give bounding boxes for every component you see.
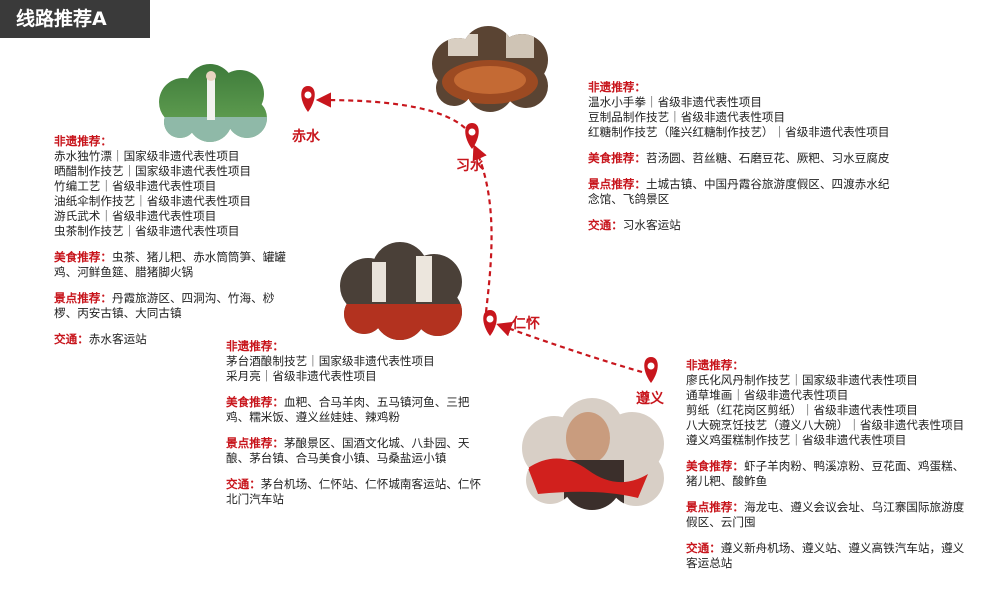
photo-bamboo-rafting bbox=[159, 64, 267, 142]
transport-label: 交通： bbox=[686, 541, 721, 555]
heritage-item: 晒醋制作技艺｜国家级非遗代表性项目 bbox=[54, 164, 252, 178]
heritage-item: 遵义鸡蛋糕制作技艺｜省级非遗代表性项目 bbox=[686, 433, 907, 447]
city-name-renhuai: 仁怀 bbox=[512, 316, 540, 332]
scenic-text: 酿、茅台镇、合马美食小镇、马桑盐运小镇 bbox=[226, 451, 447, 465]
food-line: 美食推荐：血粑、合马羊肉、五马镇河鱼、三把 bbox=[226, 395, 526, 410]
photo-liquor-brewing bbox=[340, 242, 462, 340]
food-line: 美食推荐：苕汤圆、苕丝糖、石磨豆花、厥粑、习水豆腐皮 bbox=[588, 151, 948, 166]
city-name-zunyi: 遵义 bbox=[636, 391, 664, 407]
location-pin-icon bbox=[644, 357, 658, 383]
heritage-item: 温水小手拳｜省级非遗代表性项目 bbox=[588, 95, 762, 109]
scenic-text: 念馆、飞鸽景区 bbox=[588, 192, 670, 206]
scenic-label: 景点推荐： bbox=[226, 436, 284, 450]
transport-text: 赤水客运站 bbox=[88, 332, 147, 346]
heritage-item: 通草堆画｜省级非遗代表性项目 bbox=[686, 388, 849, 402]
scenic-line: 景点推荐：土城古镇、中国丹霞谷旅游度假区、四渡赤水纪 bbox=[588, 177, 948, 192]
info-block-zunyi: 非遗推荐： 廖氏化风丹制作技艺｜国家级非遗代表性项目 通草堆画｜省级非遗代表性项… bbox=[686, 358, 998, 571]
heritage-item: 赤水独竹漂｜国家级非遗代表性项目 bbox=[54, 149, 240, 163]
scenic-text: 椤、丙安古镇、大同古镇 bbox=[54, 306, 182, 320]
photo-paper-cutting bbox=[522, 398, 664, 510]
transport-line: 交通：茅台机场、仁怀站、仁怀城南客运站、仁怀 bbox=[226, 477, 526, 492]
scenic-text: 土城古镇、中国丹霞谷旅游度假区、四渡赤水纪 bbox=[645, 177, 890, 191]
transport-label: 交通： bbox=[226, 477, 261, 491]
transport-text: 茅台机场、仁怀站、仁怀城南客运站、仁怀 bbox=[260, 477, 482, 491]
city-name-chishui: 赤水 bbox=[292, 129, 320, 145]
transport-label: 交通： bbox=[54, 332, 89, 346]
heritage-label: 非遗推荐： bbox=[54, 134, 112, 148]
scenic-line: 景点推荐：茅酿景区、国酒文化城、八卦园、天 bbox=[226, 436, 526, 451]
transport-line: 交通：赤水客运站 bbox=[54, 332, 314, 347]
scenic-label: 景点推荐： bbox=[54, 291, 112, 305]
heritage-item: 竹编工艺｜省级非遗代表性项目 bbox=[54, 179, 217, 193]
heritage-item: 红糖制作技艺（隆兴红糖制作技艺）｜省级非遗代表性项目 bbox=[588, 125, 890, 139]
scenic-line: 景点推荐：海龙屯、遵义会议会址、乌江寨国际旅游度 bbox=[686, 500, 998, 515]
heritage-item: 廖氏化风丹制作技艺｜国家级非遗代表性项目 bbox=[686, 373, 918, 387]
scenic-text: 海龙屯、遵义会议会址、乌江寨国际旅游度 bbox=[743, 500, 965, 514]
heritage-item: 虫茶制作技艺｜省级非遗代表性项目 bbox=[54, 224, 240, 238]
food-text: 虾子羊肉粉、鸭溪凉粉、豆花面、鸡蛋糕、 bbox=[743, 459, 965, 473]
heritage-item: 游氏武术｜省级非遗代表性项目 bbox=[54, 209, 217, 223]
scenic-label: 景点推荐： bbox=[686, 500, 744, 514]
transport-line: 交通：习水客运站 bbox=[588, 218, 948, 233]
transport-line: 交通：遵义新舟机场、遵义站、遵义高铁汽车站，遵义 bbox=[686, 541, 998, 556]
page-title: 线路推荐A bbox=[0, 0, 150, 38]
food-text: 血粑、合马羊肉、五马镇河鱼、三把 bbox=[283, 395, 470, 409]
food-text: 虫茶、猪儿粑、赤水筒筒笋、罐罐 bbox=[111, 250, 286, 264]
scenic-label: 景点推荐： bbox=[588, 177, 646, 191]
photo-sugar-cooking bbox=[432, 26, 548, 112]
info-block-xishui: 非遗推荐： 温水小手拳｜省级非遗代表性项目 豆制品制作技艺｜省级非遗代表性项目 … bbox=[588, 80, 948, 233]
food-label: 美食推荐： bbox=[226, 395, 284, 409]
route-xishui-chishui bbox=[315, 92, 466, 129]
transport-label: 交通： bbox=[588, 218, 623, 232]
food-text: 鸡、河鲜鱼筵、腊猪脚火锅 bbox=[54, 265, 194, 279]
location-pin-icon bbox=[465, 123, 479, 149]
scenic-text: 茅酿景区、国酒文化城、八卦园、天 bbox=[283, 436, 470, 450]
heritage-item: 油纸伞制作技艺｜省级非遗代表性项目 bbox=[54, 194, 252, 208]
heritage-item: 剪纸（红花岗区剪纸）｜省级非遗代表性项目 bbox=[686, 403, 918, 417]
scenic-text: 丹霞旅游区、四洞沟、竹海、桫 bbox=[111, 291, 275, 305]
scenic-line: 景点推荐：丹霞旅游区、四洞沟、竹海、桫 bbox=[54, 291, 314, 306]
heritage-item: 采月亮｜省级非遗代表性项目 bbox=[226, 369, 377, 383]
heritage-label: 非遗推荐： bbox=[226, 339, 284, 353]
info-block-chishui: 非遗推荐： 赤水独竹漂｜国家级非遗代表性项目 晒醋制作技艺｜国家级非遗代表性项目… bbox=[54, 134, 314, 347]
heritage-item: 豆制品制作技艺｜省级非遗代表性项目 bbox=[588, 110, 786, 124]
food-label: 美食推荐： bbox=[686, 459, 744, 473]
heritage-item: 茅台酒酿制技艺｜国家级非遗代表性项目 bbox=[226, 354, 435, 368]
food-label: 美食推荐： bbox=[54, 250, 112, 264]
food-label: 美食推荐： bbox=[588, 151, 646, 165]
heritage-label: 非遗推荐： bbox=[686, 358, 744, 372]
location-pin-icon bbox=[301, 86, 315, 112]
transport-text: 北门汽车站 bbox=[226, 492, 284, 506]
location-pin-icon bbox=[483, 310, 497, 336]
transport-text: 遵义新舟机场、遵义站、遵义高铁汽车站，遵义 bbox=[720, 541, 965, 555]
city-name-xishui: 习水 bbox=[456, 158, 484, 174]
transport-text: 客运总站 bbox=[686, 556, 733, 570]
transport-text: 习水客运站 bbox=[622, 218, 681, 232]
food-text: 猪儿粑、酸鲊鱼 bbox=[686, 474, 768, 488]
food-text: 鸡、糯米饭、遵义丝娃娃、辣鸡粉 bbox=[226, 410, 400, 424]
heritage-label: 非遗推荐： bbox=[588, 80, 646, 94]
food-line: 美食推荐：虫茶、猪儿粑、赤水筒筒笋、罐罐 bbox=[54, 250, 314, 265]
info-block-renhuai: 非遗推荐： 茅台酒酿制技艺｜国家级非遗代表性项目 采月亮｜省级非遗代表性项目 美… bbox=[226, 339, 526, 507]
route-zunyi-renhuai bbox=[496, 321, 643, 374]
scenic-text: 假区、云门囤 bbox=[686, 515, 756, 529]
food-line: 美食推荐：虾子羊肉粉、鸭溪凉粉、豆花面、鸡蛋糕、 bbox=[686, 459, 998, 474]
food-text: 苕汤圆、苕丝糖、石磨豆花、厥粑、习水豆腐皮 bbox=[645, 151, 890, 165]
heritage-item: 八大碗烹饪技艺（遵义八大碗）｜省级非遗代表性项目 bbox=[686, 418, 965, 432]
route-renhuai-xishui bbox=[472, 144, 493, 313]
